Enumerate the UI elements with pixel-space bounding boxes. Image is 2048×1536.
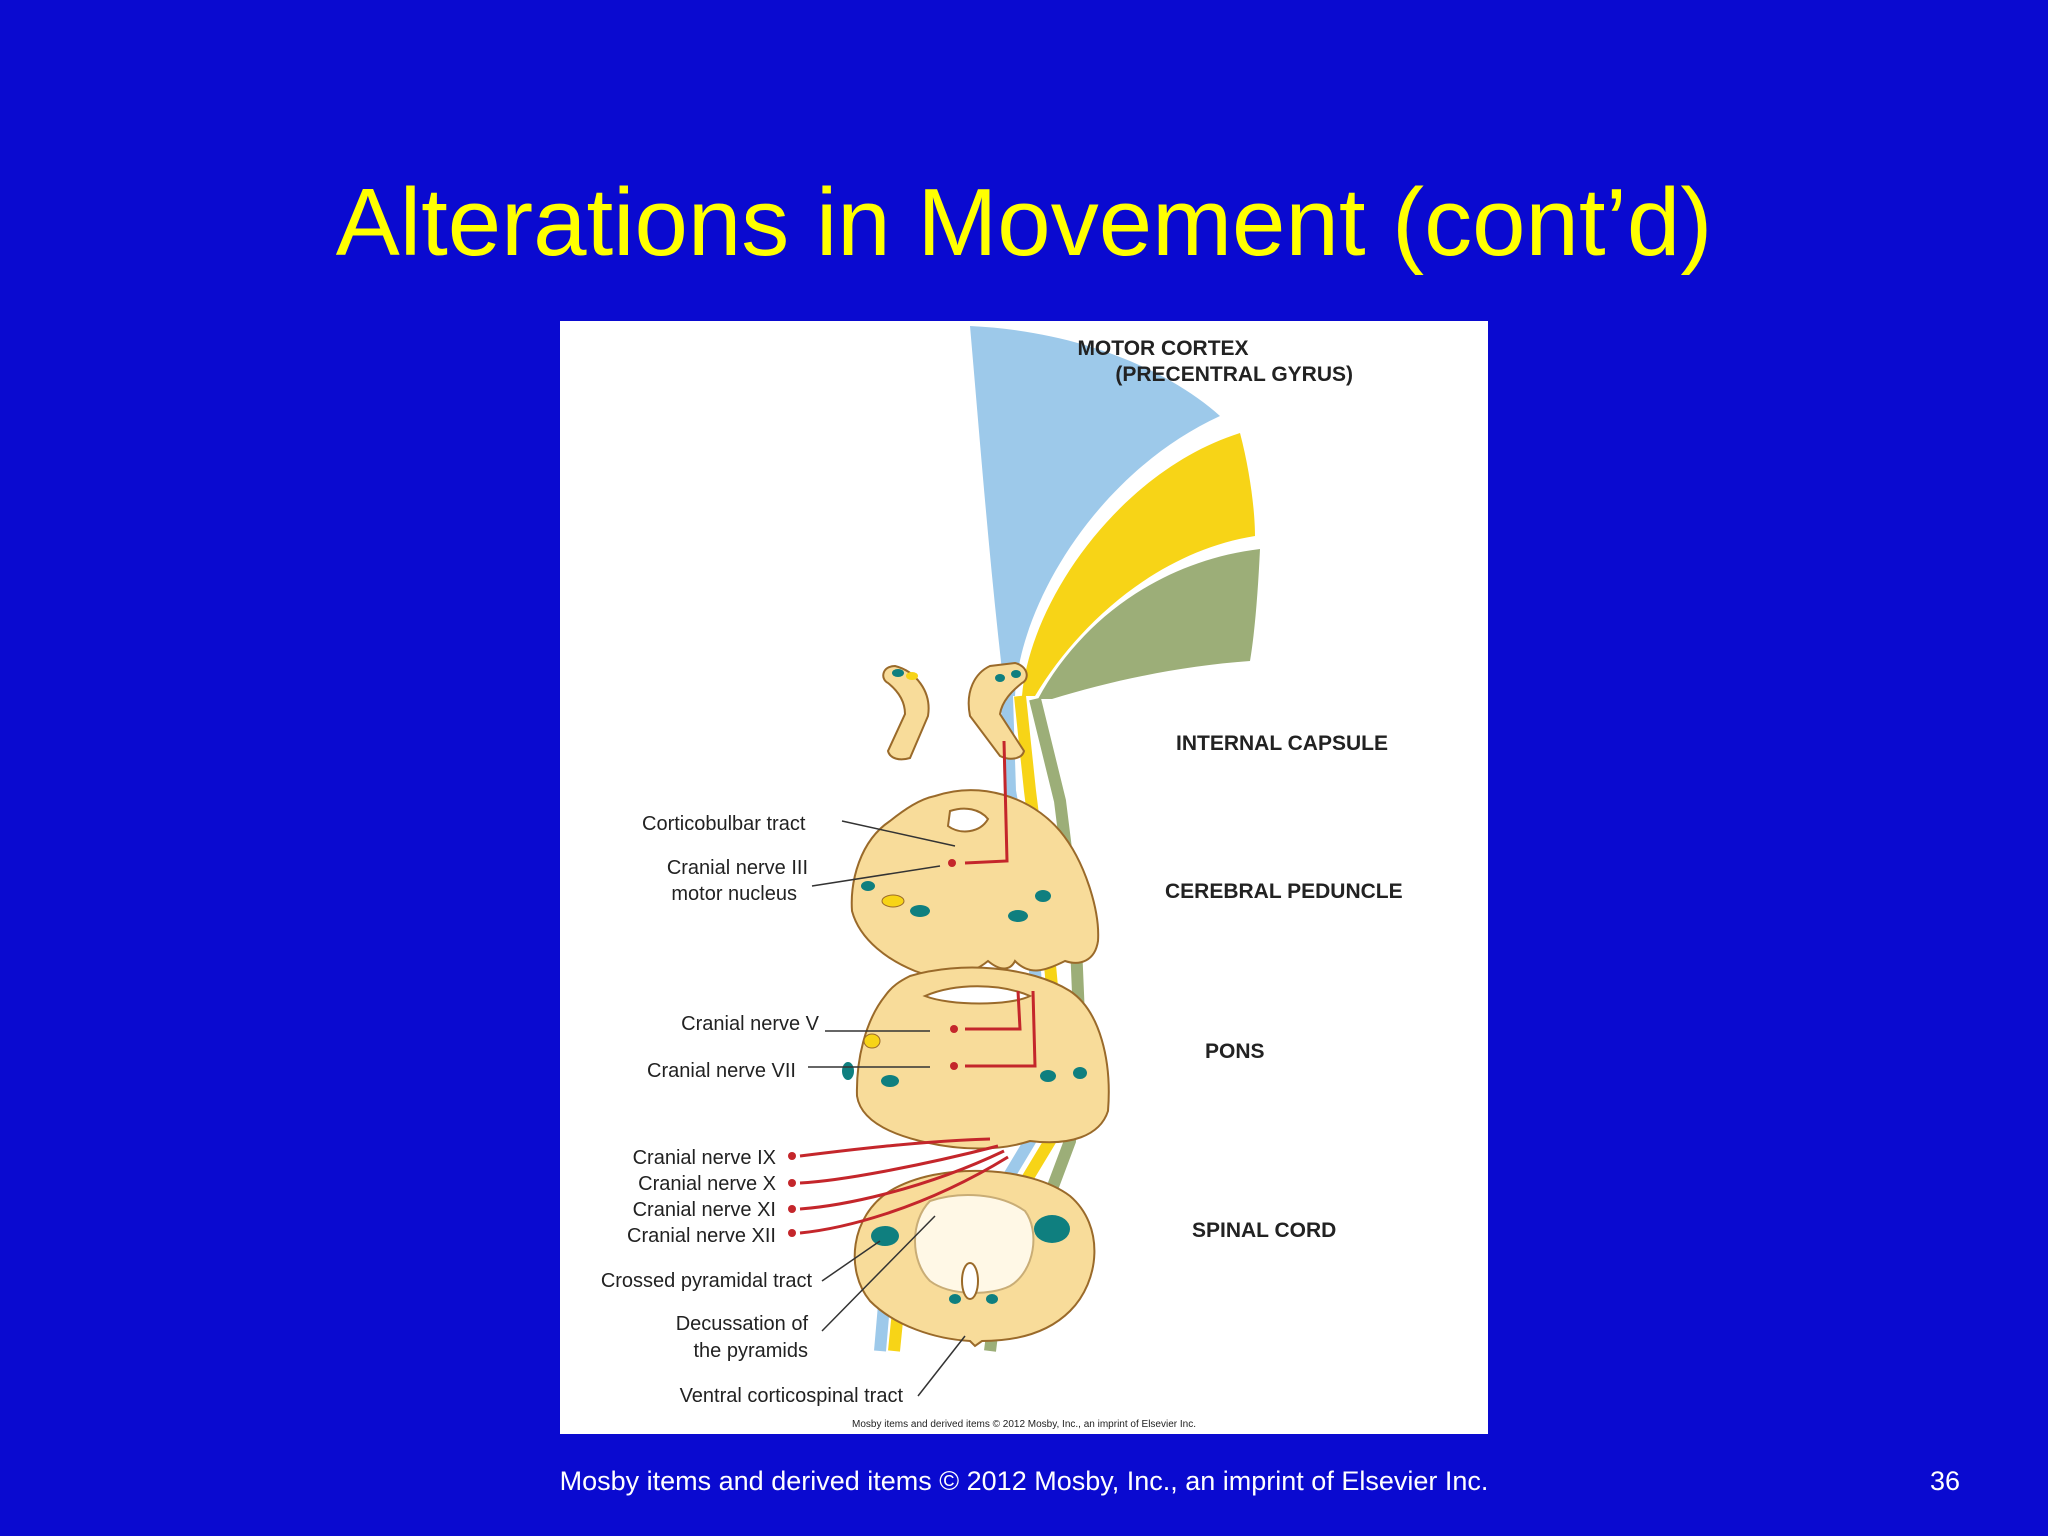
internal-capsule-left — [882, 664, 930, 761]
slide-title: Alterations in Movement (cont’d) — [335, 169, 1713, 276]
corticobulbar-red-path — [964, 740, 1009, 865]
slide-footer: Mosby items and derived items © 2012 Mos… — [559, 1466, 1489, 1496]
label-decussation-line2: the pyramids — [694, 1340, 809, 1362]
label-decussation-line1: Decussation of — [676, 1313, 809, 1335]
label-internal-capsule: INTERNAL CAPSULE — [1176, 732, 1388, 755]
label-corticobulbar-tract: Corticobulbar tract — [642, 813, 806, 835]
label-precentral-gyrus: (PRECENTRAL GYRUS) — [1115, 363, 1353, 386]
motor-pathway-figure: MOTOR CORTEX (PRECENTRAL GYRUS) INTERNAL… — [560, 321, 1488, 1434]
cortex-yellow-fan — [1022, 433, 1255, 696]
internal-capsule-right — [967, 661, 1028, 760]
label-cn7: Cranial nerve VII — [647, 1060, 796, 1082]
label-cn3-line2: motor nucleus — [671, 883, 797, 905]
label-cerebral-peduncle: CEREBRAL PEDUNCLE — [1165, 880, 1403, 903]
cortex-green-fan — [1038, 549, 1260, 699]
label-motor-cortex: MOTOR CORTEX — [1077, 337, 1248, 360]
figure-credit: Mosby items and derived items © 2012 Mos… — [852, 1419, 1196, 1430]
label-cn10: Cranial nerve X — [638, 1173, 776, 1195]
label-cn12: Cranial nerve XII — [627, 1225, 776, 1247]
pons — [855, 966, 1110, 1150]
label-cn9: Cranial nerve IX — [633, 1147, 776, 1169]
label-crossed-pyramidal-tract: Crossed pyramidal tract — [601, 1270, 813, 1292]
label-cn5: Cranial nerve V — [681, 1013, 820, 1035]
label-pons: PONS — [1205, 1040, 1265, 1063]
label-ventral-corticospinal-tract: Ventral corticospinal tract — [680, 1385, 904, 1407]
page-number: 36 — [1929, 1466, 1960, 1496]
cortex-blue-fan — [970, 326, 1220, 696]
corticospinal-diagram: MOTOR CORTEX (PRECENTRAL GYRUS) INTERNAL… — [601, 326, 1403, 1430]
label-spinal-cord: SPINAL CORD — [1192, 1219, 1336, 1242]
label-cn11: Cranial nerve XI — [633, 1199, 776, 1221]
label-cn3-line1: Cranial nerve III — [667, 857, 808, 879]
